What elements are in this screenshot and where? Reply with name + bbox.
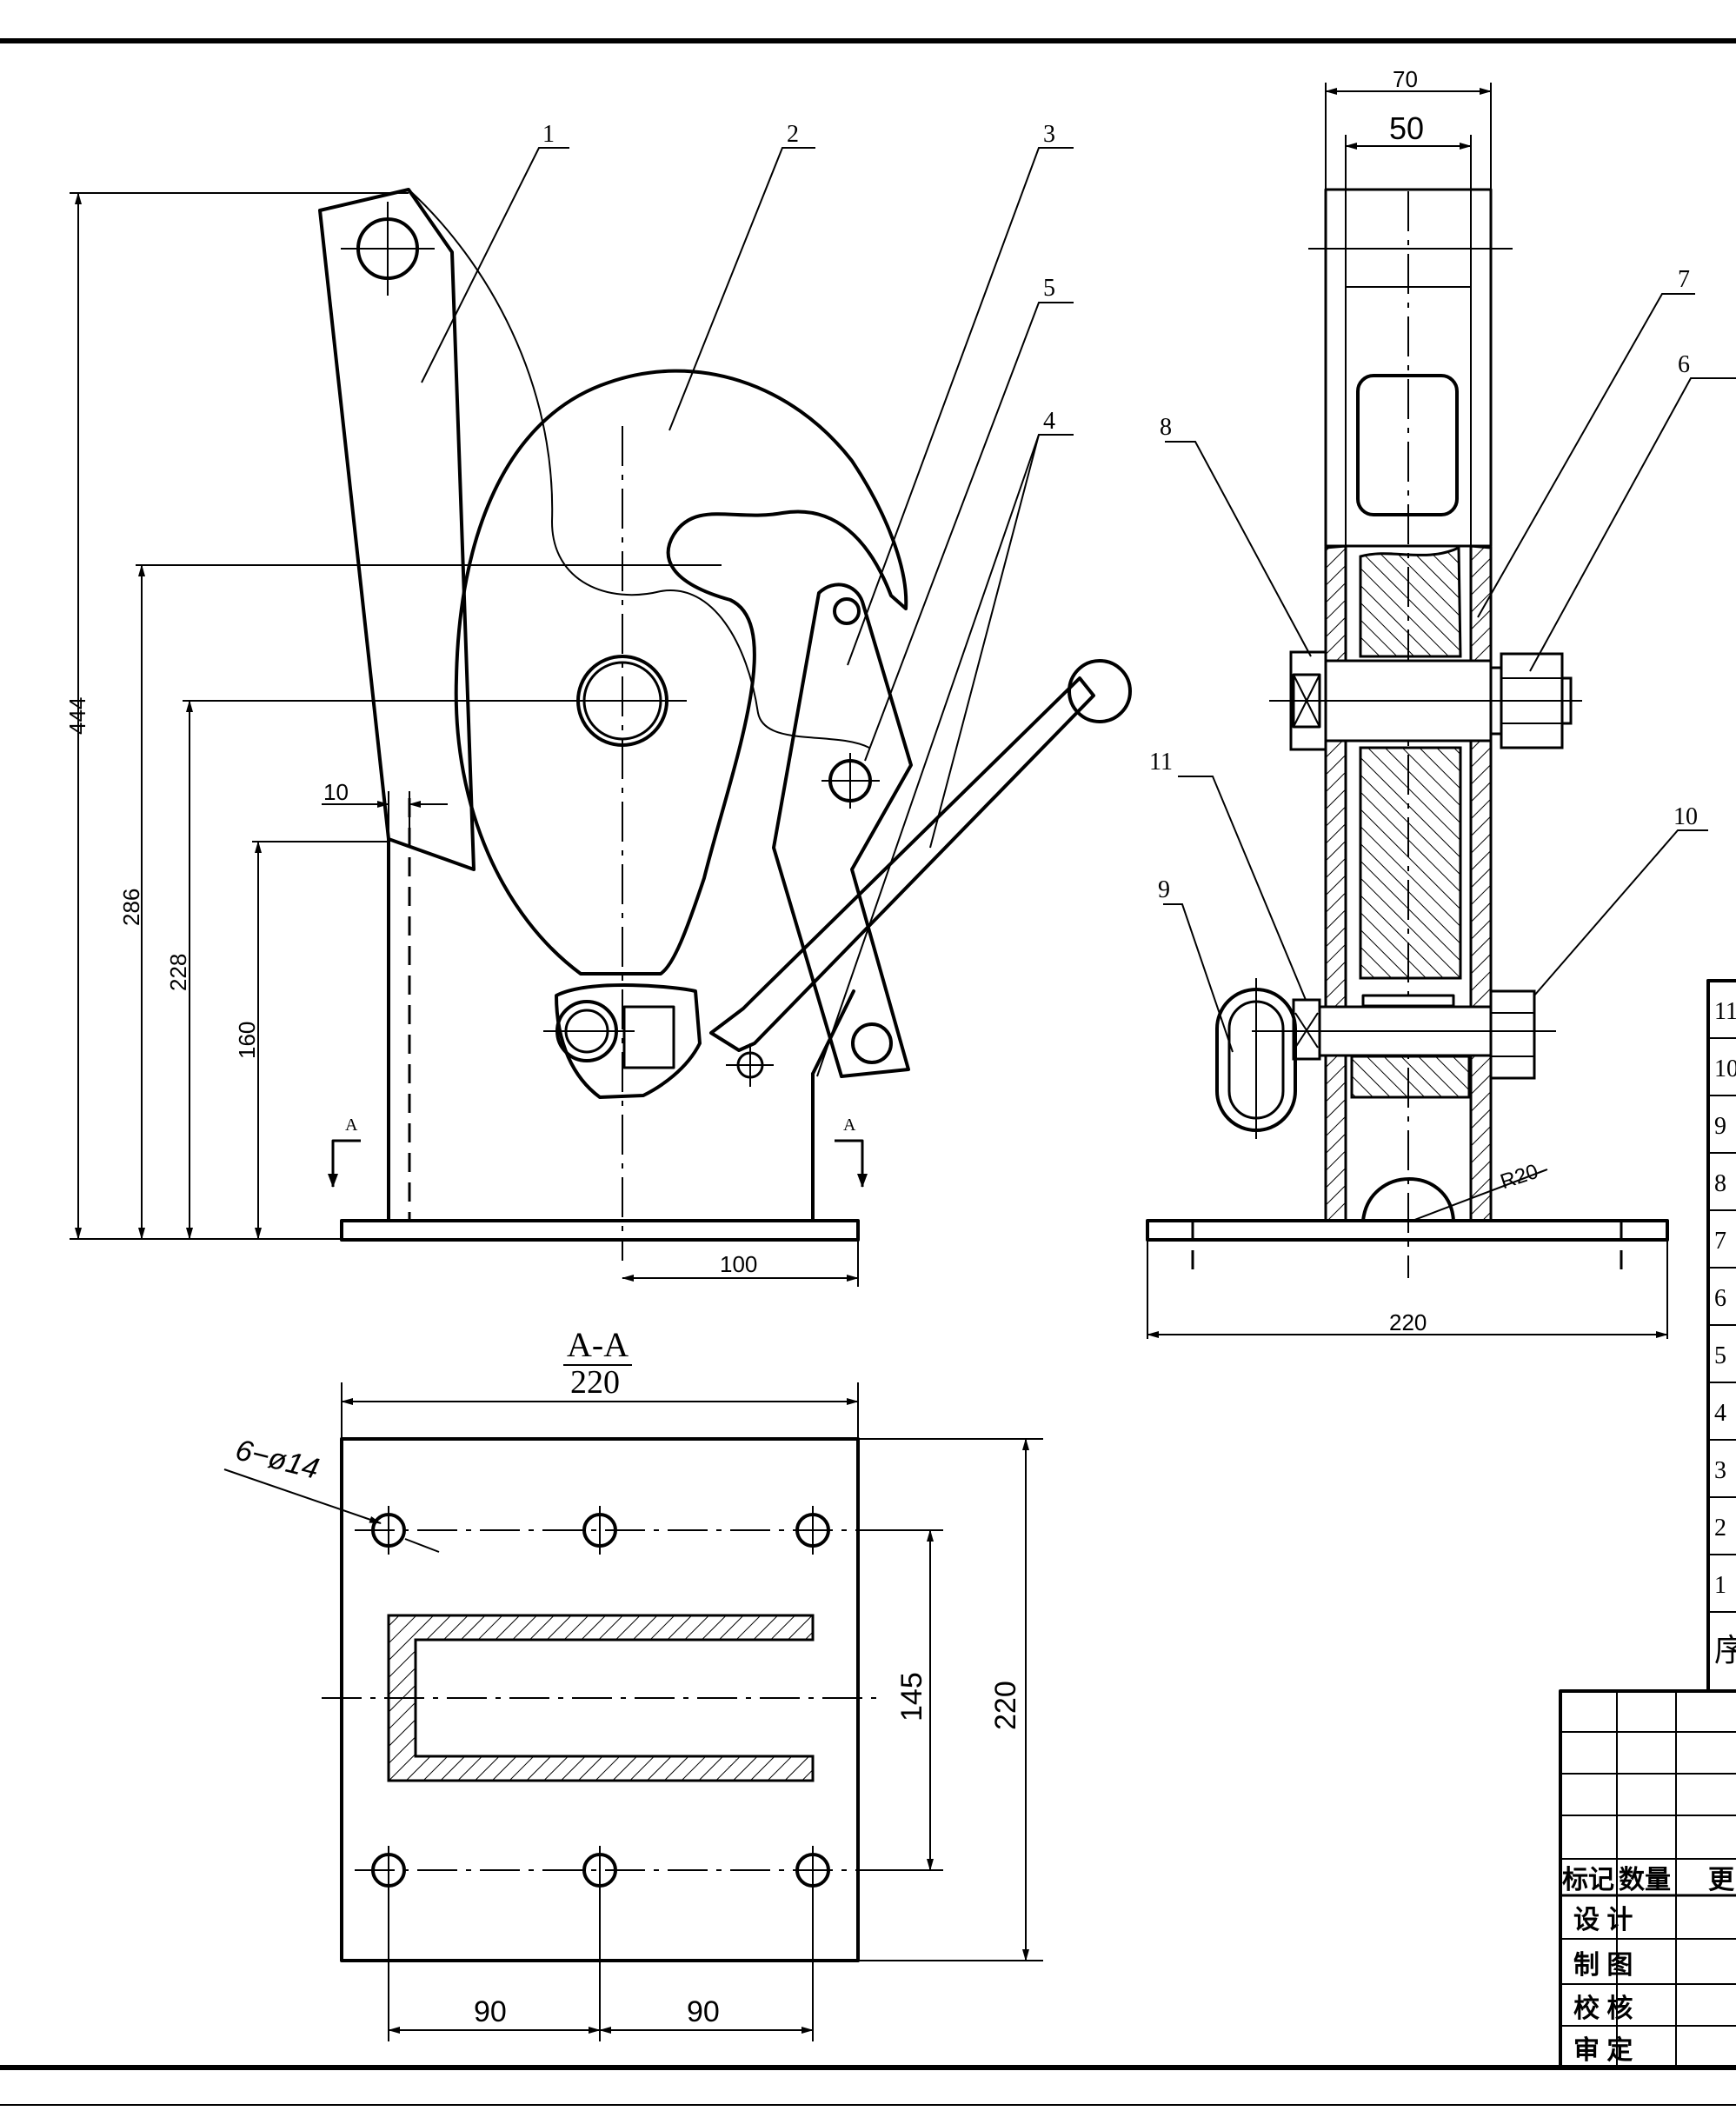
bom-row-4: 4 xyxy=(1714,1400,1726,1427)
bom-row-11: 11 xyxy=(1714,998,1736,1025)
dim-r20: R20 xyxy=(1498,1160,1541,1194)
title-block: 标记 数量 更 设 计 制 图 校 核 审 定 xyxy=(1559,1689,1736,2069)
dim-50: 50 xyxy=(1389,110,1424,146)
holes-note: 6−ø14 xyxy=(232,1433,323,1485)
dim-70: 70 xyxy=(1393,66,1418,92)
tb-change: 更 xyxy=(1708,1866,1735,1895)
lifting-lug-part-1 xyxy=(318,188,476,871)
link-plate-part-3 xyxy=(772,583,913,1078)
bom-row-1: 1 xyxy=(1714,1572,1726,1599)
part-label-1: 1 xyxy=(542,121,555,148)
dim-220-plan: 220 xyxy=(989,1681,1022,1730)
bom-row-8: 8 xyxy=(1714,1170,1726,1197)
bom-row-7: 7 xyxy=(1714,1228,1726,1255)
dim-10: 10 xyxy=(323,779,349,805)
dim-100: 100 xyxy=(720,1251,757,1277)
dim-160: 160 xyxy=(234,1022,260,1059)
dim-444: 444 xyxy=(64,697,90,735)
cut-mark-right: A xyxy=(843,1115,856,1135)
bom-row-5: 5 xyxy=(1714,1342,1726,1369)
tb-approve: 审 定 xyxy=(1573,2035,1633,2065)
part-label-7: 7 xyxy=(1678,266,1690,293)
bom-row-2: 2 xyxy=(1714,1515,1726,1542)
tb-mark: 标记 xyxy=(1562,1866,1614,1895)
cut-mark-left: A xyxy=(345,1115,358,1135)
part-label-10: 10 xyxy=(1673,803,1698,830)
part-label-3: 3 xyxy=(1043,121,1055,148)
part-label-4: 4 xyxy=(1043,408,1055,435)
handle-knob xyxy=(1068,659,1132,723)
part-label-8: 8 xyxy=(1160,414,1172,441)
bom-row-6: 6 xyxy=(1714,1285,1726,1312)
mounting-holes xyxy=(371,1506,830,1895)
dim-220-side: 220 xyxy=(1389,1309,1427,1335)
bom-row-9: 9 xyxy=(1714,1113,1726,1140)
part-label-11: 11 xyxy=(1149,749,1173,776)
part-label-6: 6 xyxy=(1678,351,1690,378)
section-width: 220 xyxy=(570,1364,620,1401)
dim-90-left: 90 xyxy=(474,1995,507,2028)
tb-draw: 制 图 xyxy=(1573,1951,1633,1980)
bill-of-materials: 11 10 9 8 7 6 5 4 3 2 1 序 xyxy=(1706,979,1736,1693)
base-plate xyxy=(340,1219,860,1242)
tb-check: 校 核 xyxy=(1573,1994,1633,2023)
bom-row-3: 3 xyxy=(1714,1457,1726,1484)
dim-228: 228 xyxy=(165,954,191,991)
dim-286: 286 xyxy=(118,889,144,926)
bom-header-no: 序 xyxy=(1714,1632,1736,1668)
side-view: 70 50 220 R20 7 6 8 11 9 10 xyxy=(1146,66,1736,1339)
front-view: 444 286 228 160 10 100 A A 1 2 3 5 xyxy=(64,121,1132,1287)
dim-145: 145 xyxy=(895,1672,928,1721)
section-label: A-A xyxy=(567,1325,629,1364)
u-channel-section xyxy=(387,1614,815,1782)
tb-qty: 数量 xyxy=(1619,1866,1671,1895)
part-label-2: 2 xyxy=(787,121,799,148)
tb-design: 设 计 xyxy=(1573,1906,1633,1935)
part-label-9: 9 xyxy=(1158,876,1170,903)
part-label-5: 5 xyxy=(1043,275,1055,302)
hook-body-part-2 xyxy=(454,369,908,976)
section-a-a: A-A 220 6−ø14 xyxy=(223,1325,1043,2041)
dim-90-right: 90 xyxy=(687,1995,720,2028)
handle-part-4 xyxy=(709,676,1095,1052)
bom-row-10: 10 xyxy=(1714,1056,1736,1082)
